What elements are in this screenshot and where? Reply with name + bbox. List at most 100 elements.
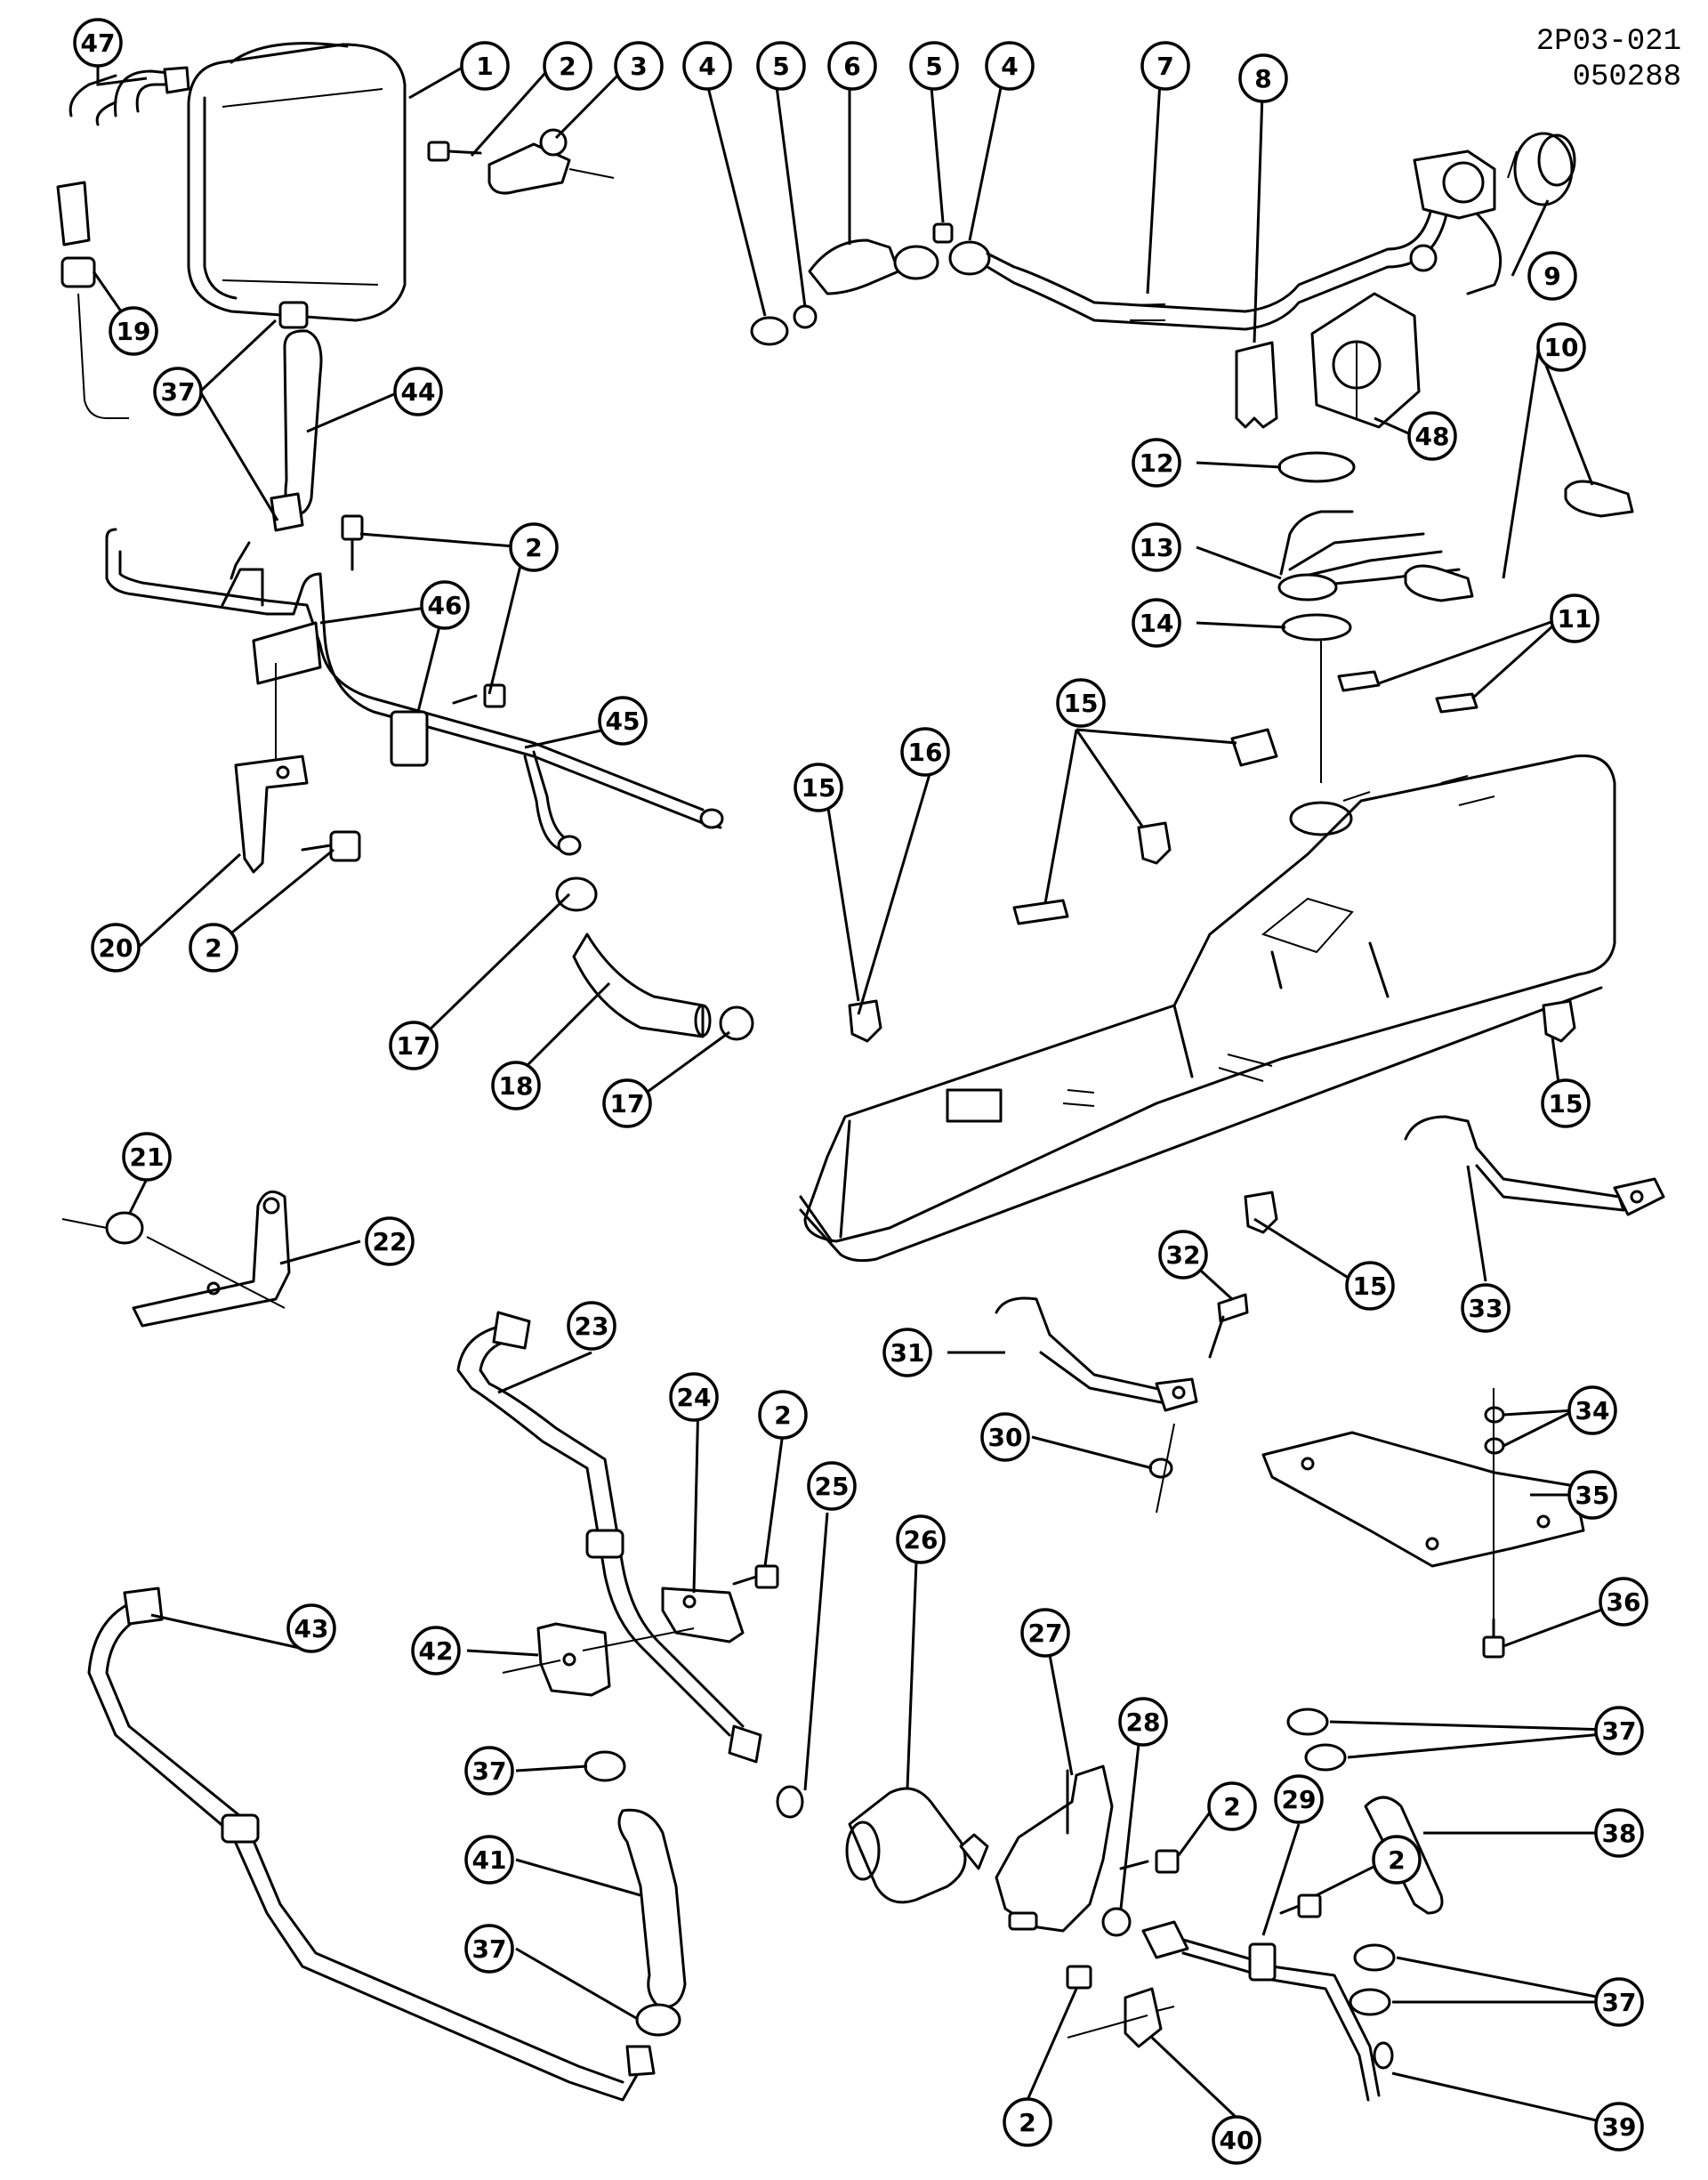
callout-32: 32 <box>1158 1230 1208 1280</box>
callout-30: 30 <box>980 1412 1030 1462</box>
callout-circle <box>189 923 238 973</box>
callout-37: 37 <box>1594 1977 1644 2027</box>
callout-number: 39 <box>1602 2112 1637 2142</box>
callout-number: 32 <box>1166 1240 1201 1270</box>
callout-46: 46 <box>420 580 470 630</box>
callout-circle <box>1594 1977 1644 2027</box>
callout-37: 37 <box>153 367 203 416</box>
callout-5: 5 <box>756 41 806 91</box>
bracket-24 <box>661 1564 779 1643</box>
callout-43: 43 <box>286 1603 336 1653</box>
fuel-tank <box>799 754 1616 1263</box>
callout-circle <box>807 1461 857 1511</box>
callout-37: 37 <box>1594 1706 1644 1756</box>
callout-21: 21 <box>122 1132 172 1182</box>
fuel-tubes-45-46 <box>105 528 724 856</box>
callout-circle <box>980 1412 1030 1462</box>
callout-17: 17 <box>389 1021 439 1070</box>
callout-number: 2 <box>525 533 542 562</box>
callout-circle <box>491 1061 541 1110</box>
callout-12: 12 <box>1132 438 1181 488</box>
callout-circle <box>598 696 648 746</box>
callout-circle <box>543 41 592 91</box>
callout-41: 41 <box>464 1835 514 1885</box>
leader-lines <box>92 62 1642 2128</box>
callout-15: 15 <box>1056 678 1106 728</box>
callout-number: 47 <box>81 28 116 58</box>
callout-circle <box>1158 1230 1208 1280</box>
callout-26: 26 <box>896 1514 946 1564</box>
shield-48 <box>1310 292 1421 429</box>
callout-number: 41 <box>472 1845 507 1875</box>
callout-circle <box>682 41 732 91</box>
callout-5: 5 <box>909 41 959 91</box>
callout-37: 37 <box>464 1746 514 1796</box>
gas-cap <box>1507 132 1576 206</box>
fuel-sender-assembly <box>1277 451 1461 783</box>
bolt-and-bracket-top <box>427 128 615 195</box>
callout-number: 15 <box>1064 689 1099 718</box>
callout-circle <box>669 1372 719 1422</box>
callout-15: 15 <box>794 763 843 812</box>
callout-circle <box>1599 1577 1648 1627</box>
hose-connectors-top <box>750 222 991 346</box>
callout-38: 38 <box>1594 1808 1644 1858</box>
callout-circle <box>460 41 510 91</box>
callout-37: 37 <box>464 1924 514 1974</box>
callout-20: 20 <box>91 923 141 973</box>
callout-number: 14 <box>1140 609 1174 638</box>
callout-31: 31 <box>882 1328 932 1377</box>
callout-circle <box>393 367 443 416</box>
bolts-middle-left <box>341 514 506 708</box>
callout-circle <box>389 1021 439 1070</box>
callout-circle <box>365 1216 415 1266</box>
callout-8: 8 <box>1238 53 1288 103</box>
callout-17: 17 <box>602 1078 652 1128</box>
callout-number: 37 <box>1602 1716 1637 1746</box>
callout-34: 34 <box>1567 1385 1617 1435</box>
callout-number: 12 <box>1140 448 1174 478</box>
callout-9: 9 <box>1527 251 1577 301</box>
callout-circle <box>614 41 664 91</box>
hose-18-clamps-17 <box>555 876 754 1041</box>
callout-36: 36 <box>1599 1577 1648 1627</box>
callout-circle <box>91 923 141 973</box>
callout-number: 2 <box>205 933 222 963</box>
callout-circle <box>464 1746 514 1796</box>
callout-circle <box>602 1078 652 1128</box>
callout-29: 29 <box>1274 1774 1324 1824</box>
callout-circle <box>109 306 158 356</box>
hoses-44-37 <box>230 301 323 580</box>
callout-circle <box>1003 2097 1052 2147</box>
callout-circle <box>794 763 843 812</box>
callout-number: 18 <box>499 1071 534 1101</box>
pads-11 <box>1337 670 1478 714</box>
callout-33: 33 <box>1461 1283 1511 1333</box>
callout-24: 24 <box>669 1372 719 1422</box>
callout-circle <box>756 41 806 91</box>
callout-circle <box>1594 1808 1644 1858</box>
callout-47: 47 <box>73 18 123 68</box>
fuel-pipe-43 <box>87 1587 656 2102</box>
callout-2: 2 <box>189 923 238 973</box>
callout-number: 15 <box>802 773 836 803</box>
callout-2: 2 <box>758 1390 808 1440</box>
callout-number: 36 <box>1607 1587 1641 1617</box>
callout-circle <box>1207 1781 1257 1831</box>
callout-circle <box>1567 1470 1617 1520</box>
callout-number: 19 <box>117 317 151 346</box>
clips-10 <box>1404 480 1634 602</box>
bracket-42 <box>502 1622 695 1697</box>
callout-circle <box>286 1603 336 1653</box>
callout-19: 19 <box>109 306 158 356</box>
callout-number: 6 <box>843 52 860 81</box>
tank-strap-31 <box>995 1293 1249 1514</box>
callout-25: 25 <box>807 1461 857 1511</box>
callout-number: 42 <box>419 1636 454 1666</box>
callout-circle <box>1536 322 1586 372</box>
callout-2: 2 <box>509 522 559 572</box>
callout-2: 2 <box>543 41 592 91</box>
